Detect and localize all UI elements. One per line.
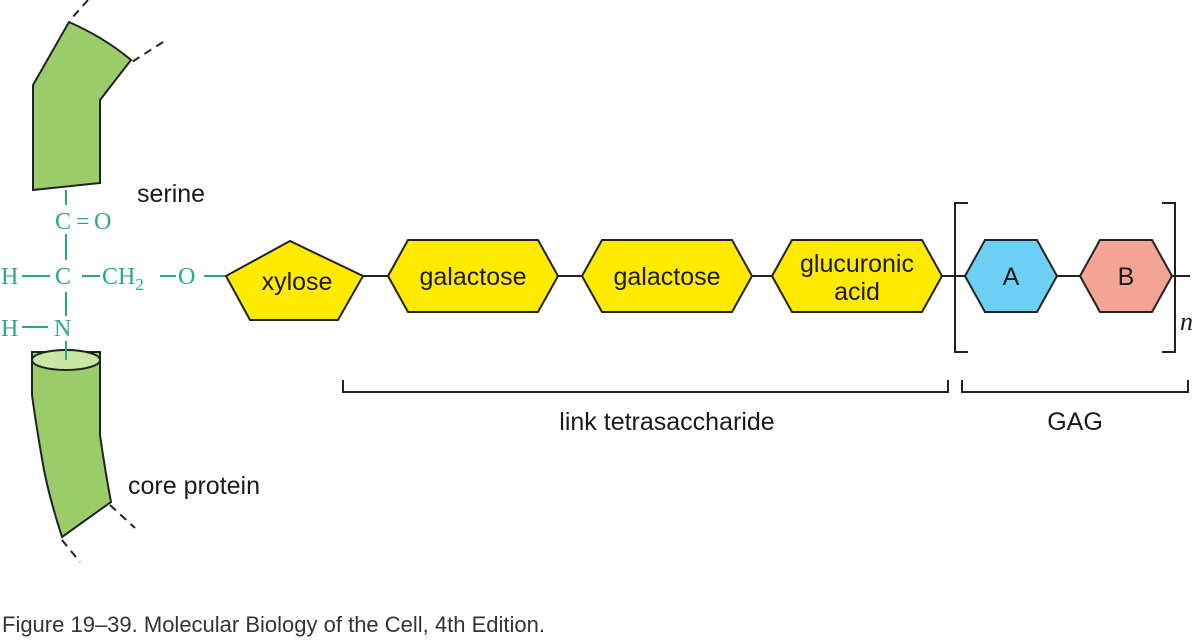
protein-dash-bottom-right bbox=[109, 504, 136, 529]
alpha-c: C bbox=[55, 264, 71, 290]
link-tetrasaccharide-brace bbox=[342, 380, 949, 393]
carbonyl-double-bond: = bbox=[76, 209, 90, 235]
glycosidic-o: O bbox=[178, 264, 195, 290]
gag-brace bbox=[961, 380, 1189, 393]
amide-n: N bbox=[54, 316, 71, 342]
ch2-group: CH2 bbox=[102, 264, 144, 294]
galactose-hexagon-1 bbox=[386, 239, 560, 313]
alpha-h: H bbox=[1, 264, 18, 290]
protein-dash-top-right bbox=[131, 41, 164, 63]
galactose-1-label: galactose bbox=[419, 263, 526, 291]
core-protein-label: core protein bbox=[128, 472, 260, 500]
gag-label: GAG bbox=[1047, 408, 1103, 436]
serine-label: serine bbox=[137, 180, 205, 208]
glucuronic-label-line1: glucuronic bbox=[800, 250, 914, 278]
unit-b-label: B bbox=[1118, 263, 1135, 291]
figure-caption: Figure 19–39. Molecular Biology of the C… bbox=[2, 612, 545, 637]
glucuronic-acid-hexagon bbox=[770, 239, 944, 313]
unit-a-label: A bbox=[1003, 263, 1020, 291]
xylose-pentagon bbox=[224, 239, 365, 321]
unit-b-hexagon bbox=[1078, 239, 1174, 313]
amide-h: H bbox=[1, 316, 18, 342]
repeat-bracket-right bbox=[1162, 202, 1176, 353]
serine-bonds bbox=[22, 190, 226, 360]
repeat-bracket-left bbox=[954, 202, 968, 353]
core-protein-upper bbox=[32, 20, 133, 192]
protein-dash-bottom-left bbox=[61, 539, 81, 563]
xylose-label: xylose bbox=[262, 268, 333, 296]
glucuronic-label-line2: acid bbox=[834, 278, 880, 306]
galactose-hexagon-2 bbox=[580, 239, 754, 313]
core-protein-lower bbox=[31, 351, 113, 539]
protein-dash-top-left bbox=[71, 0, 89, 19]
galactose-2-label: galactose bbox=[613, 263, 720, 291]
repeat-n-label: n bbox=[1180, 307, 1193, 336]
carbonyl-c: C bbox=[55, 209, 71, 235]
unit-a-hexagon bbox=[963, 239, 1059, 313]
carbonyl-o: O bbox=[94, 209, 111, 235]
link-tetrasaccharide-label: link tetrasaccharide bbox=[559, 408, 774, 436]
